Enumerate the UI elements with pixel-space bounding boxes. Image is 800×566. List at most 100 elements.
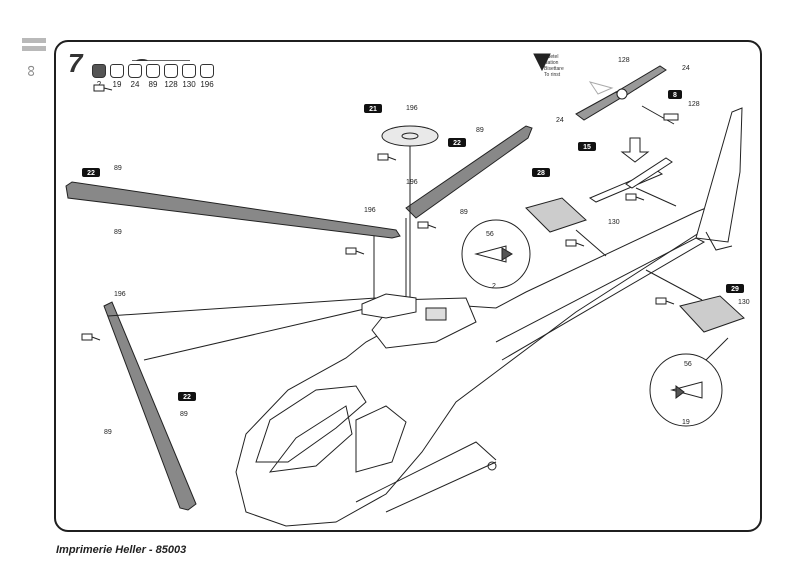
assembly-line xyxy=(705,337,729,361)
paint-callout: 130 xyxy=(738,299,750,306)
tail-fin-lower xyxy=(705,231,733,251)
part-number: 22 xyxy=(183,394,191,401)
part-badge-8: 8 xyxy=(668,90,682,99)
skid-step xyxy=(487,461,497,471)
paint-callout: 24 xyxy=(682,65,690,72)
rotor-disc-center xyxy=(401,132,419,140)
part-badge-21: 21 xyxy=(364,104,382,113)
paint-jar: 89 xyxy=(146,64,160,89)
paint-callout: 196 xyxy=(114,291,126,298)
side-tab-bar xyxy=(22,46,46,51)
decal-mark-icon xyxy=(417,221,437,229)
stabilizer-left xyxy=(525,197,587,233)
tail-rotor-hub xyxy=(616,88,628,100)
instruction-frame: 7 2 19 24 89 128 130 196 Ruetel Nation B… xyxy=(54,40,762,532)
tail-rotor-shaft xyxy=(641,105,675,125)
paint-callout: 89 xyxy=(114,165,122,172)
decal-mark-icon xyxy=(93,84,113,92)
paint-callout: 196 xyxy=(364,207,376,214)
paint-callout: 19 xyxy=(682,419,690,426)
part-badge-22-right: 22 xyxy=(448,138,466,147)
decal-mark-icon xyxy=(565,239,585,247)
paint-callout: 196 xyxy=(406,179,418,186)
paint-callout: 2 xyxy=(492,283,496,290)
decal-mark-icon xyxy=(81,333,101,341)
paint-jar-icon xyxy=(200,64,214,78)
paint-callout: 89 xyxy=(476,127,484,134)
main-blade-right xyxy=(405,125,533,219)
assembly-line xyxy=(107,297,377,317)
assembly-line xyxy=(645,269,703,301)
paint-jar: 130 xyxy=(182,64,196,89)
paint-code: 130 xyxy=(182,80,196,89)
paint-callout: 56 xyxy=(486,231,494,238)
paint-callout: 89 xyxy=(114,229,122,236)
side-tab: ∞ xyxy=(22,38,46,98)
paint-callout: 56 xyxy=(684,361,692,368)
paint-callout: 196 xyxy=(406,105,418,112)
paint-code: 89 xyxy=(148,80,158,89)
part-number: 29 xyxy=(731,286,739,293)
brush-icon xyxy=(132,59,190,61)
part-number: 22 xyxy=(87,170,95,177)
assembly-drawing: 21 22 22 22 8 15 28 29 196 89 89 89 89 1… xyxy=(65,53,750,527)
step-number: 7 xyxy=(68,48,83,78)
part-badge-15: 15 xyxy=(578,142,596,151)
detail-airfoil xyxy=(670,381,703,399)
paint-callout: 89 xyxy=(104,429,112,436)
stabilizer-right xyxy=(679,295,745,333)
legend-line: Bisettare xyxy=(544,66,564,72)
paint-callout: 128 xyxy=(688,101,700,108)
paint-jar-icon xyxy=(182,64,196,78)
paint-callout: 130 xyxy=(608,219,620,226)
part-number: 28 xyxy=(537,170,545,177)
legend-line: Nation xyxy=(544,60,559,66)
rotor-hub xyxy=(361,293,417,319)
part-number: 22 xyxy=(453,140,461,147)
paint-jar: 196 xyxy=(200,64,214,89)
legend: Ruetel Nation Bisettare To rinst xyxy=(544,54,564,78)
cockpit-window xyxy=(255,385,367,463)
down-arrow-icon xyxy=(620,137,650,163)
part-badge-29: 29 xyxy=(726,284,744,293)
decal-mark-icon xyxy=(655,297,675,305)
paint-code: 128 xyxy=(164,80,178,89)
paint-jar-icon xyxy=(110,64,124,78)
emblem-icon xyxy=(533,53,551,72)
tail-boom xyxy=(495,237,706,361)
side-tab-bar xyxy=(22,38,46,43)
tail-rotor-hub-part xyxy=(663,113,679,121)
decal-mark-icon xyxy=(625,193,645,201)
tail-fin xyxy=(695,107,743,243)
assembly-line xyxy=(575,229,607,257)
exhaust-grill xyxy=(425,307,447,321)
tail-rotor-assembled xyxy=(625,157,673,189)
side-door xyxy=(355,405,407,473)
paint-jar-icon xyxy=(128,64,142,78)
glue-symbol-icon: ∞ xyxy=(22,65,40,77)
main-blade-left xyxy=(65,181,401,239)
paint-callout: 89 xyxy=(460,209,468,216)
paint-callout: 89 xyxy=(180,411,188,418)
cockpit-interior xyxy=(268,405,353,473)
decal-mark-icon xyxy=(377,153,397,161)
tail-rotor-blade xyxy=(575,91,626,121)
decal-mark-icon xyxy=(345,247,365,255)
footer-printer: Imprimerie Heller - 85003 xyxy=(56,544,187,556)
paint-code: 19 xyxy=(112,80,122,89)
detail-airfoil-tip xyxy=(675,385,685,399)
part-number: 15 xyxy=(583,144,591,151)
paint-callout: 24 xyxy=(556,117,564,124)
paint-code: 24 xyxy=(130,80,140,89)
paint-callout: 128 xyxy=(618,57,630,64)
main-blade-front xyxy=(103,301,197,511)
paint-jar: 128 xyxy=(164,64,178,89)
paint-jar: 19 xyxy=(110,64,124,89)
paint-code: 196 xyxy=(200,80,214,89)
rotor-disc xyxy=(381,125,439,147)
part-badge-22-left: 22 xyxy=(82,168,100,177)
part-number: 21 xyxy=(369,106,377,113)
paint-jar-icon xyxy=(92,64,106,78)
arrow-icon xyxy=(588,81,614,95)
paint-jar: 24 xyxy=(128,64,142,89)
